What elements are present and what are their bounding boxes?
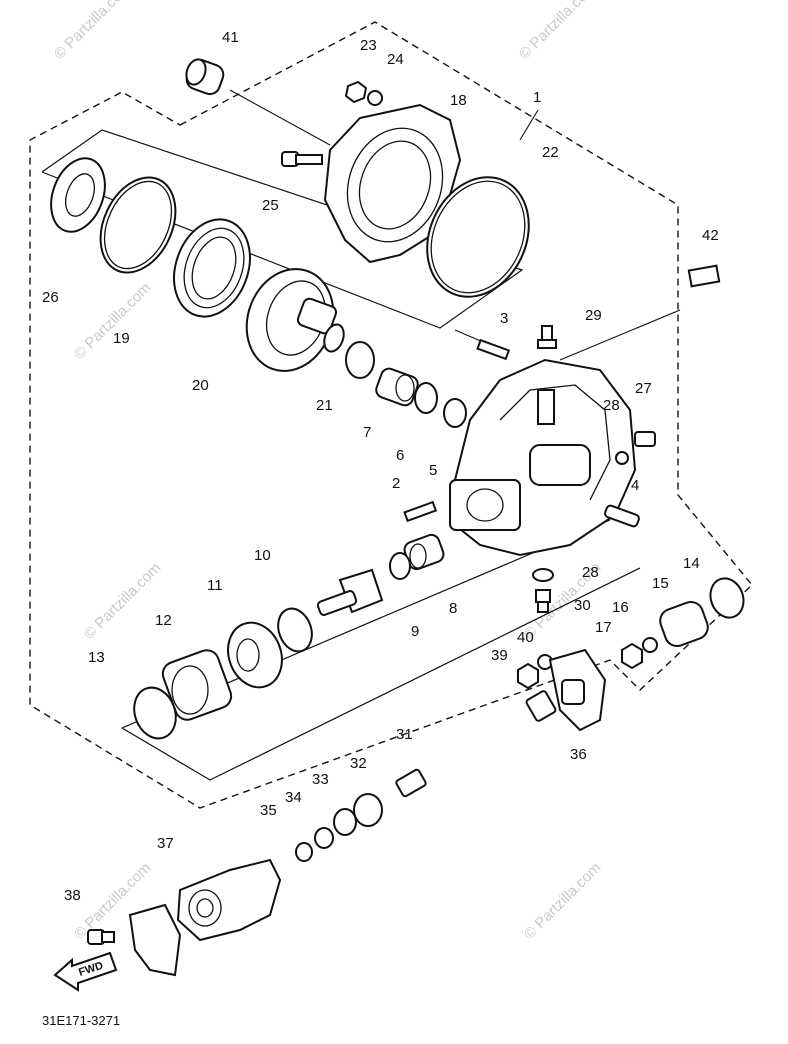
part-37-yoke xyxy=(176,858,282,942)
assembly-boundary xyxy=(29,21,753,809)
part-30-bolt xyxy=(535,589,551,613)
part-39-nut xyxy=(517,662,539,690)
callout: 40 xyxy=(517,629,534,646)
part-23-nut xyxy=(344,80,368,104)
callout: 37 xyxy=(157,835,174,852)
part-24-washer xyxy=(367,90,383,106)
callout: 34 xyxy=(285,789,302,806)
mounting-bracket xyxy=(128,903,182,977)
part-2-stud xyxy=(403,500,438,523)
pinion-gear xyxy=(316,568,384,616)
part-42-label xyxy=(687,264,721,288)
part-41-bushing xyxy=(185,58,225,96)
callout: 2 xyxy=(392,475,400,492)
fwd-arrow-icon: FWD xyxy=(53,951,118,992)
callout: 16 xyxy=(612,599,629,616)
callout: 33 xyxy=(312,771,329,788)
callout: 28 xyxy=(582,564,599,581)
part-28-washer-2 xyxy=(532,568,554,582)
callout: 10 xyxy=(254,547,271,564)
callout: 12 xyxy=(155,612,172,629)
part-33-washer xyxy=(333,808,357,836)
ring-gear xyxy=(245,268,345,372)
part-12-retainer xyxy=(161,649,233,721)
callout: 26 xyxy=(42,289,59,306)
part-4-pin xyxy=(604,504,640,528)
part-26-oil-seal xyxy=(50,157,106,233)
callout: 15 xyxy=(652,575,669,592)
part-10-o-ring xyxy=(277,607,313,653)
part-25-bolt xyxy=(281,151,323,167)
callout: 7 xyxy=(363,424,371,441)
part-29-plug xyxy=(537,325,557,349)
callout: 24 xyxy=(387,51,404,68)
callout: 41 xyxy=(222,29,239,46)
diagram-code: 31E171-3271 xyxy=(42,1013,120,1028)
callout: 18 xyxy=(450,92,467,109)
part-16-washer xyxy=(642,637,658,653)
part-14-seal xyxy=(709,577,745,619)
part-9-collar xyxy=(389,552,411,580)
part-6-washer xyxy=(414,382,438,414)
callout: 35 xyxy=(260,802,277,819)
part-5-collar xyxy=(443,398,467,428)
part-18-housing xyxy=(323,103,462,264)
part-27-bolt xyxy=(634,431,656,447)
callout: 3 xyxy=(500,310,508,327)
callout: 17 xyxy=(595,619,612,636)
callout: 39 xyxy=(491,647,508,664)
callout: 32 xyxy=(350,755,367,772)
callout: 9 xyxy=(411,623,419,640)
watermark: © Partzilla.com xyxy=(51,0,134,63)
callout: 23 xyxy=(360,37,377,54)
callout: 27 xyxy=(635,380,652,397)
part-7-bearing xyxy=(375,367,419,407)
part-15-bushing xyxy=(659,601,709,647)
watermark: © Partzilla.com xyxy=(81,559,164,642)
callout: 36 xyxy=(570,746,587,763)
part-38-bolt xyxy=(87,929,115,945)
callout: 22 xyxy=(542,144,559,161)
callout: 30 xyxy=(574,597,591,614)
callout: 5 xyxy=(429,462,437,479)
part-20-bearing xyxy=(173,218,251,318)
part-32-seal xyxy=(353,793,383,827)
watermark: © Partzilla.com xyxy=(516,0,599,63)
callout: 38 xyxy=(64,887,81,904)
watermark: © Partzilla.com xyxy=(71,279,154,362)
gear-case xyxy=(449,358,637,557)
part-22-o-ring xyxy=(426,176,530,298)
callout: 1 xyxy=(533,89,541,106)
callout: 42 xyxy=(702,227,719,244)
callout: 25 xyxy=(262,197,279,214)
part-3-stud xyxy=(476,338,511,361)
part-19-o-ring xyxy=(99,176,177,274)
part-36-coupling xyxy=(548,648,607,732)
callout: 13 xyxy=(88,649,105,666)
callout: 11 xyxy=(207,577,223,594)
part-35-circlip xyxy=(295,842,313,862)
callout: 31 xyxy=(396,726,413,743)
part-31-drive-shaft xyxy=(395,690,557,798)
callout: 14 xyxy=(683,555,700,572)
callout: 20 xyxy=(192,377,209,394)
callout: 4 xyxy=(631,477,639,494)
part-34-circlip xyxy=(314,827,334,849)
part-21-shim xyxy=(345,341,375,379)
part-28-washer xyxy=(615,451,629,465)
callout: 8 xyxy=(449,600,457,617)
watermark: © Partzilla.com xyxy=(521,859,604,942)
callout: 21 xyxy=(316,397,333,414)
callout-labels: 41 23 24 18 1 22 25 26 19 20 42 3 29 21 … xyxy=(42,29,719,904)
part-11-bearing xyxy=(227,621,283,689)
callout: 29 xyxy=(585,307,602,324)
part-17-nut xyxy=(621,642,643,670)
part-13-o-ring xyxy=(133,686,177,740)
callout: 28 xyxy=(603,397,620,414)
callout: 6 xyxy=(396,447,404,464)
lower-group-frame-2 xyxy=(121,567,641,781)
callout: 19 xyxy=(113,330,130,347)
